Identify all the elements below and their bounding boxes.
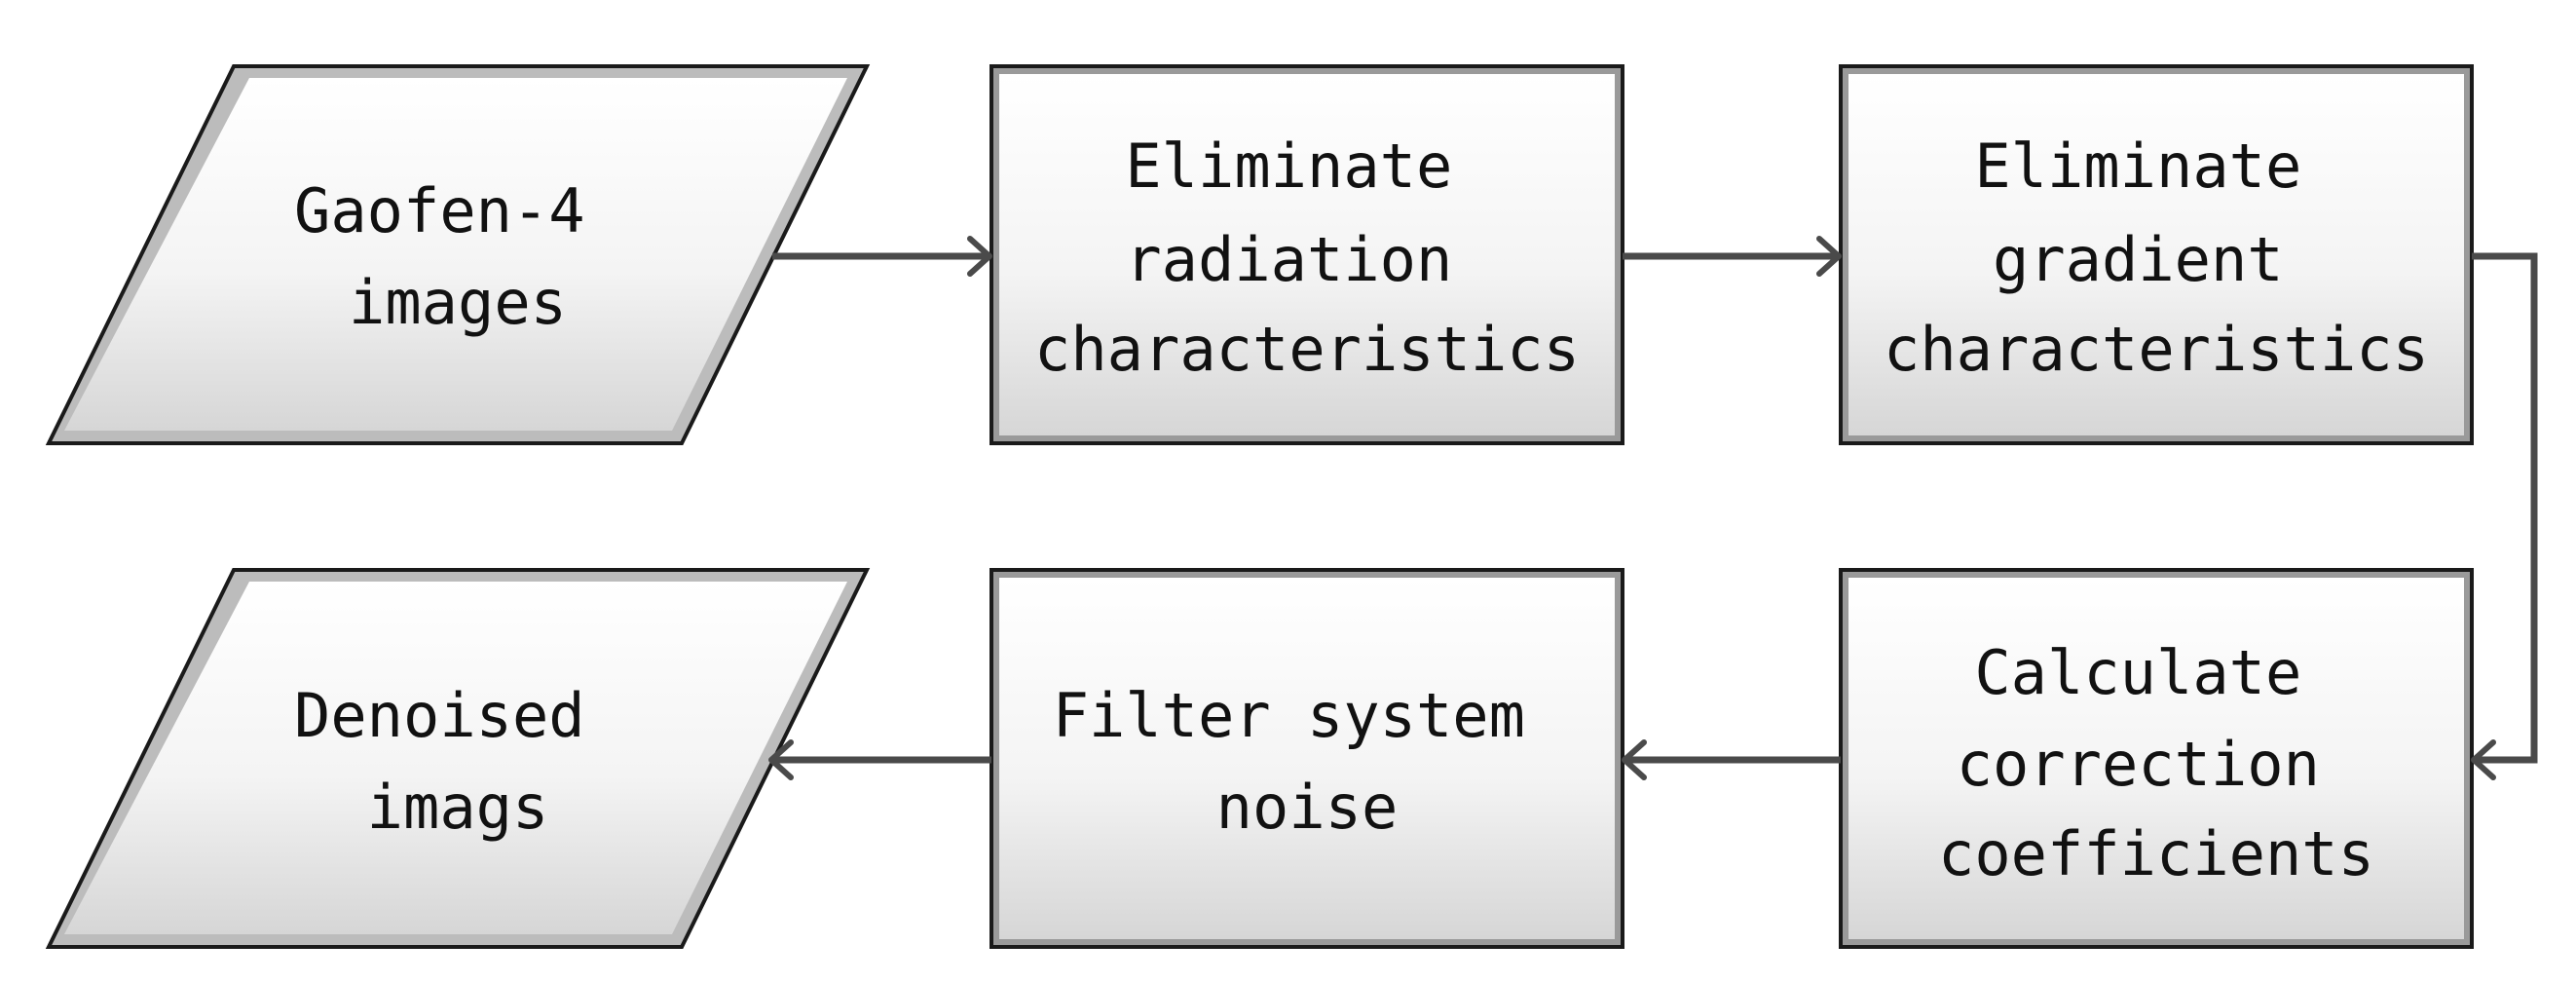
input-line-1: Gaofen-4: [294, 175, 585, 246]
eliminate-gradient-node: Eliminate gradient characteristics: [1839, 64, 2474, 445]
radiation-line-2: radiation: [1125, 224, 1452, 295]
output-line-2: imags: [367, 772, 549, 843]
gradient-line-1: Eliminate: [1974, 131, 2301, 202]
coefficients-line-1: Calculate: [1974, 637, 2301, 708]
eliminate-radiation-node: Eliminate radiation characteristics: [989, 64, 1624, 445]
filter-noise-label: Filter system noise: [1053, 680, 1562, 843]
output-line-1: Denoised: [294, 680, 585, 751]
filter-noise-node: Filter system noise: [989, 568, 1624, 949]
denoised-images-label: Denoised imags: [294, 680, 621, 843]
filter-line-2: noise: [1216, 772, 1399, 843]
gradient-line-3: characteristics: [1884, 314, 2429, 385]
input-images-node: Gaofen-4 images: [45, 64, 871, 445]
arrow-coefficients-to-filter: [1622, 739, 1841, 780]
calculate-coefficients-label: Calculate correction coefficients: [1938, 637, 2374, 889]
radiation-line-3: characteristics: [1034, 314, 1580, 385]
gradient-line-2: gradient: [1993, 224, 2284, 295]
coefficients-line-2: correction: [1957, 729, 2320, 800]
denoised-images-node: Denoised imags: [45, 568, 871, 949]
arrow-gradient-to-coefficients: [2471, 252, 2538, 780]
calculate-coefficients-node: Calculate correction coefficients: [1839, 568, 2474, 949]
input-line-2: images: [349, 267, 567, 338]
eliminate-gradient-label: Eliminate gradient characteristics: [1884, 131, 2429, 385]
eliminate-radiation-label: Eliminate radiation characteristics: [1034, 131, 1580, 385]
flow-arrows: [768, 236, 2538, 780]
arrow-filter-to-output: [768, 739, 991, 780]
input-images-label: Gaofen-4 images: [294, 175, 621, 338]
arrow-input-to-radiation: [772, 236, 992, 277]
radiation-line-1: Eliminate: [1125, 131, 1452, 202]
coefficients-line-3: coefficients: [1938, 818, 2374, 889]
filter-line-1: Filter system: [1053, 680, 1525, 751]
arrow-radiation-to-gradient: [1623, 236, 1842, 277]
